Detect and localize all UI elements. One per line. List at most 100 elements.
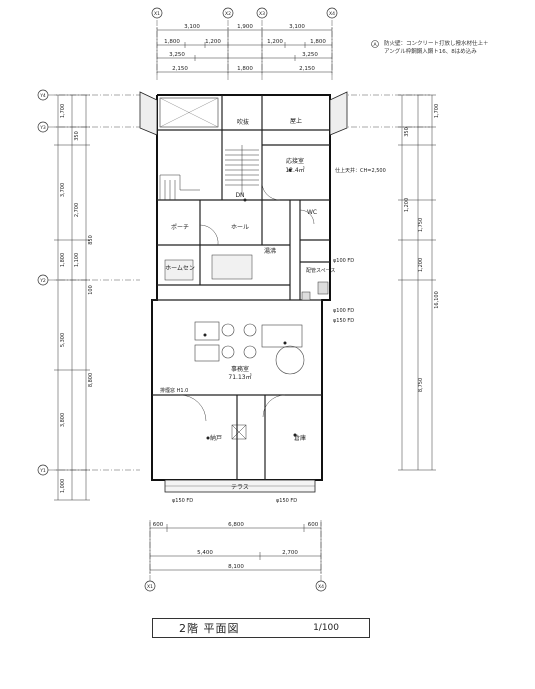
grid-bubble-bottom-x1 [144,580,156,592]
dim-top-f: 1,200 [267,39,283,45]
dim-right-g: 8,750 [418,378,424,392]
dim-top-c: 3,100 [289,24,305,30]
room-roof-label: 屋上 [290,117,302,125]
sheet-scale: 1/100 [313,623,339,633]
fd-label-3: φ150 FD [333,318,354,324]
balcony-strip [164,479,316,493]
room-reception-label: 応接室 [286,157,304,165]
dim-left-b: 350 [74,131,80,141]
dim-top-j: 2,150 [172,66,188,72]
room-hall-label: ホール [231,224,249,231]
top-dimension-lines [156,27,333,75]
grid-bubbles-top [151,7,338,19]
dim-right-d: 1,750 [418,218,424,232]
stair-treads [225,145,259,195]
grid-label-y1: Y1 [39,468,46,474]
room-wc-label: WC [307,209,317,216]
dim-top-k: 1,800 [237,66,253,72]
grid-label-x1: X1 [154,11,160,17]
dim-left-k: 850 [88,235,94,245]
grid-bubble-x4 [326,7,338,19]
grid-bubble-x3 [256,7,268,19]
dim-right-e: 1,200 [418,258,424,272]
dim-top-i: 3,250 [302,52,318,58]
dim-bottom-c: 600 [308,522,319,528]
stair-down-label: DN [235,192,244,199]
bottom-dimension-lines [149,522,322,574]
building-outline [151,94,331,481]
dim-bottom-b: 6,800 [228,522,244,528]
dim-top-d: 1,800 [164,39,180,45]
grid-label-y2: Y2 [39,278,46,284]
spec-note-line2: アングル枠鋼鋼入鋼ト16、8はめ込み [384,49,477,55]
room-void-label: 吹抜 [237,118,249,126]
grid-bubble-x2 [222,7,234,19]
room-porch-label: ポーチ [171,223,189,231]
spec-note-line1: 防火壁：コンクリート打放し撥水材仕上＋ [384,41,489,47]
room-store2-label: 倉庫 [294,434,306,442]
closet-table [231,424,247,440]
sash-label: 排煙窓 H1.0 [160,387,188,394]
dim-left-d: 2,700 [74,203,80,217]
fd-label-2: φ100 FD [333,308,354,314]
note-marker-label: A [373,42,377,48]
dim-left-g: 5,300 [60,333,66,347]
dim-left-h: 8,800 [88,373,94,387]
dim-right-f: 16,100 [434,291,440,309]
dim-bottom-f: 8,100 [228,564,244,570]
door-swings [179,179,315,422]
fd-label-1: φ100 FD [333,258,354,264]
dim-right-b: 350 [404,127,410,137]
grid-label-x2: X2 [225,11,231,17]
dim-bottom-a: 600 [153,522,164,528]
grid-bubble-bottom-x4 [315,580,327,592]
grid-label-x4: X4 [329,11,335,17]
room-storage-label: ホームセン [165,265,195,272]
left-dimension-lines [54,94,90,501]
void-area [159,97,219,128]
dim-bottom-e: 2,700 [282,550,298,556]
dim-left-i: 3,800 [60,413,66,427]
dim-top-a: 3,100 [184,24,200,30]
dim-left-c: 3,700 [60,183,66,197]
dim-left-e: 1,100 [74,253,80,267]
grid-label-y4: Y4 [39,93,46,99]
kitchen-counter [164,254,253,281]
dim-top-h: 3,250 [169,52,185,58]
right-dimension-lines [398,94,436,471]
room-kitchen-label: 湯沸 [264,247,276,255]
grid-label-bottom-x1: X1 [147,584,153,590]
interior-walls [152,95,330,480]
dim-left-a: 1,700 [60,104,66,118]
dim-left-f: 1,800 [60,253,66,267]
dim-bottom-d: 5,400 [197,550,213,556]
grid-bubble-x1 [151,7,163,19]
room-reception-area: 12.4㎡ [285,166,304,174]
office-furniture [194,321,305,375]
sheet-title: 2階 平面図 [179,622,240,635]
stair-left [159,174,200,200]
spec-note: 防火壁：コンクリート打放し撥水材仕上＋ アングル枠鋼鋼入鋼ト16、8はめ込み [372,40,522,56]
shaft [301,281,329,301]
grid-label-x3: X3 [259,11,265,17]
note-marker [371,40,379,48]
room-balcony-label: テラス [231,484,249,491]
light-fixtures [203,168,297,440]
dim-top-g: 1,800 [310,39,326,45]
fd-label-4: φ150 FD [172,498,193,504]
grid-label-bottom-x4: X4 [318,584,324,590]
room-office-area: 71.13㎡ [228,373,251,381]
corner-balconies [139,91,348,136]
grid-label-y3: Y3 [39,125,46,131]
dim-right-c: 1,200 [404,198,410,212]
dim-right-a: 1,700 [434,104,440,118]
room-closet-label: 納戸 [210,434,222,442]
ceiling-note: 仕上天井：CH=2,500 [335,167,386,174]
dim-top-l: 2,150 [299,66,315,72]
dim-top-b: 1,900 [237,24,253,30]
fd-label-5: φ150 FD [276,498,297,504]
room-office-label: 事務室 [231,365,249,373]
title-block: 2階 平面図 1/100 [152,618,370,638]
dim-top-e: 1,200 [205,39,221,45]
